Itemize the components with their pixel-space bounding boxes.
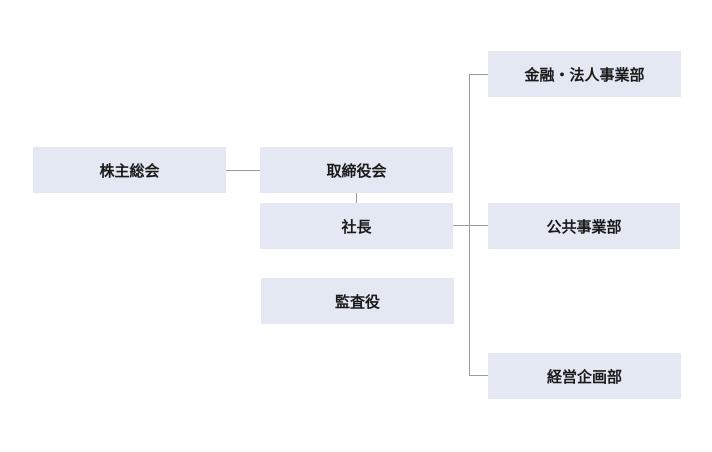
auditor-label: 監査役 <box>334 292 380 311</box>
department-box-planning: 経営企画部 <box>488 353 681 399</box>
department-label-public: 公共事業部 <box>546 217 622 236</box>
department-box-finance: 金融・法人事業部 <box>488 51 681 97</box>
board-of-directors-label: 取締役会 <box>326 161 387 180</box>
shareholders-meeting-box: 株主総会 <box>33 147 226 193</box>
department-label-finance: 金融・法人事業部 <box>524 65 645 84</box>
department-label-planning: 経営企画部 <box>546 367 622 386</box>
department-box-public: 公共事業部 <box>488 203 680 249</box>
board-of-directors-box: 取締役会 <box>260 147 453 193</box>
shareholders-meeting-label: 株主総会 <box>99 161 160 180</box>
auditor-box: 監査役 <box>261 278 454 324</box>
president-box: 社長 <box>260 203 453 249</box>
president-label: 社長 <box>341 217 372 236</box>
